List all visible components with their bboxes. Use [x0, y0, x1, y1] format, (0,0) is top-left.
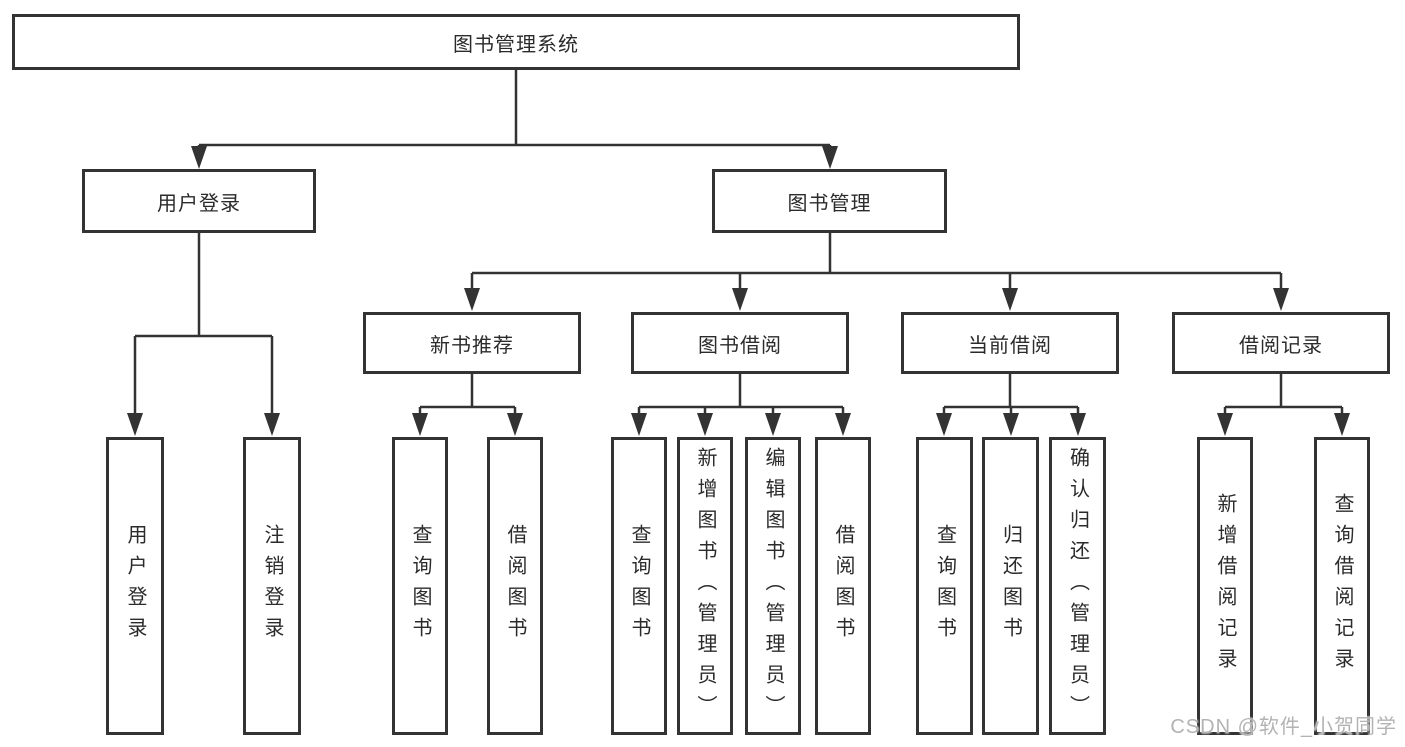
leaf-edit-book-admin: 编辑图书（管理员） — [745, 437, 801, 735]
node-book-borrow: 图书借阅 — [631, 312, 849, 374]
leaf-add-borrow-record: 新增借阅记录 — [1197, 437, 1253, 735]
node-new-book-recommend-label: 新书推荐 — [430, 334, 514, 357]
leaf-query-books-current-label: 查询图书 — [933, 524, 956, 648]
node-user-login-label: 用户登录 — [157, 192, 241, 215]
node-book-management: 图书管理 — [712, 169, 947, 233]
leaf-logout: 注销登录 — [243, 437, 301, 735]
node-root-label: 图书管理系统 — [453, 33, 579, 56]
watermark: CSDN @软件_小贺同学 — [1170, 716, 1397, 738]
node-root: 图书管理系统 — [12, 14, 1020, 70]
node-current-borrow: 当前借阅 — [901, 312, 1119, 374]
leaf-edit-book-admin-label: 编辑图书（管理员） — [762, 446, 784, 726]
leaf-add-book-admin-label: 新增图书（管理员） — [694, 446, 716, 726]
node-book-management-label: 图书管理 — [787, 192, 872, 215]
leaf-query-borrow-record: 查询借阅记录 — [1314, 437, 1370, 735]
node-borrow-records-label: 借阅记录 — [1239, 334, 1323, 357]
node-current-borrow-label: 当前借阅 — [968, 334, 1052, 357]
leaf-query-books-current: 查询图书 — [916, 437, 973, 735]
leaf-return-book: 归还图书 — [982, 437, 1039, 735]
leaf-add-borrow-record-label: 新增借阅记录 — [1214, 493, 1236, 679]
node-borrow-records: 借阅记录 — [1172, 312, 1390, 374]
leaf-confirm-return-admin-label: 确认归还（管理员） — [1066, 446, 1089, 726]
leaf-borrow-books-recommend-label: 借阅图书 — [504, 524, 526, 648]
leaf-query-books-borrow-label: 查询图书 — [628, 524, 650, 648]
node-new-book-recommend: 新书推荐 — [363, 312, 581, 374]
leaf-add-book-admin: 新增图书（管理员） — [677, 437, 733, 735]
leaf-confirm-return-admin: 确认归还（管理员） — [1049, 437, 1106, 735]
node-user-login: 用户登录 — [82, 169, 316, 233]
leaf-user-login: 用户登录 — [106, 437, 164, 735]
leaf-query-borrow-record-label: 查询借阅记录 — [1331, 493, 1353, 679]
node-book-borrow-label: 图书借阅 — [698, 334, 782, 357]
leaf-logout-label: 注销登录 — [261, 524, 283, 648]
leaf-borrow-books-label: 借阅图书 — [832, 524, 854, 648]
leaf-user-login-label: 用户登录 — [124, 524, 146, 648]
leaf-return-book-label: 归还图书 — [999, 524, 1022, 648]
leaf-borrow-books: 借阅图书 — [815, 437, 871, 735]
leaf-borrow-books-recommend: 借阅图书 — [487, 437, 543, 735]
leaf-query-books-recommend: 查询图书 — [392, 437, 448, 735]
leaf-query-books-borrow: 查询图书 — [611, 437, 667, 735]
leaf-query-books-recommend-label: 查询图书 — [409, 524, 431, 648]
